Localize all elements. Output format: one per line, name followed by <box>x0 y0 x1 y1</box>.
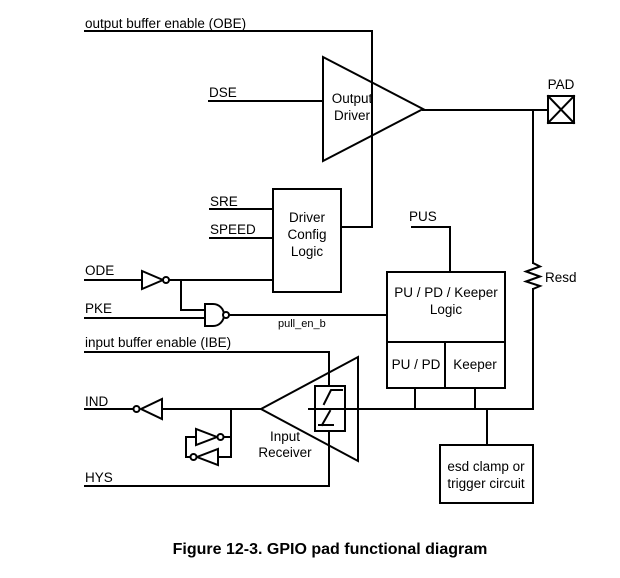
pull-en-b-label: pull_en_b <box>278 318 326 330</box>
latch-inverter-top-bubble <box>216 433 225 441</box>
input-receiver-label-2: Receiver <box>258 445 312 460</box>
ode-label: ODE <box>85 263 114 278</box>
driver-config-label-2: Config <box>287 227 326 242</box>
pad-label: PAD <box>548 77 575 92</box>
hys-label: HYS <box>85 470 113 485</box>
driver-config-label-3: Logic <box>291 244 324 259</box>
pke-nand-bubble <box>222 311 230 319</box>
esd-clamp-box <box>439 444 534 504</box>
ibe-wire <box>84 351 330 487</box>
pad-symbol-x <box>546 94 576 125</box>
ind-inverter-bubble <box>132 405 141 413</box>
pus-wire <box>411 226 451 273</box>
obe-wire <box>84 30 373 228</box>
pupd-keeper-logic-label-2: Logic <box>430 302 463 317</box>
speed-label: SPEED <box>210 222 256 237</box>
input-receiver-label-1: Input <box>270 429 300 444</box>
driver-config-logic-box <box>272 188 342 293</box>
output-driver-label-1: Output <box>332 91 373 106</box>
latch-inverter-top-icon <box>195 427 220 447</box>
resd-resistor-icon <box>522 262 543 290</box>
output-driver-triangle <box>322 55 426 163</box>
dse-label: DSE <box>209 85 237 100</box>
sre-label: SRE <box>210 194 238 209</box>
ode-branch-wire <box>180 279 206 311</box>
hysteresis-curve-upper <box>322 389 343 406</box>
ind-label: IND <box>85 394 109 409</box>
latch-loop-wire <box>185 436 197 458</box>
ode-inverter-bubble <box>162 276 170 284</box>
ibe-label: input buffer enable (IBE) <box>85 335 231 350</box>
obe-label: output buffer enable (OBE) <box>85 16 246 31</box>
hysteresis-curve-lower <box>318 409 334 427</box>
esd-clamp-label-2: trigger circuit <box>447 476 525 491</box>
esd-clamp-label-1: esd clamp or <box>447 459 525 474</box>
pus-label: PUS <box>409 209 437 224</box>
ode-inverter-icon <box>141 269 166 291</box>
driver-config-label-1: Driver <box>289 210 326 225</box>
keeper-cell-label: Keeper <box>453 357 497 372</box>
pupd-cell-label: PU / PD <box>392 357 441 372</box>
ind-inverter-icon <box>138 397 163 421</box>
latch-inverter-bottom-icon <box>194 447 219 467</box>
figure-caption: Figure 12-3. GPIO pad functional diagram <box>173 541 488 558</box>
latch-junction-wire <box>217 408 232 458</box>
latch-inverter-bottom-bubble <box>189 453 198 461</box>
output-driver-label-2: Driver <box>334 108 371 123</box>
pke-nand-gate-icon <box>204 303 225 327</box>
pupd-keeper-logic-label-1: PU / PD / Keeper <box>394 285 498 300</box>
resd-label: Resd <box>545 270 577 285</box>
pke-label: PKE <box>85 301 112 316</box>
